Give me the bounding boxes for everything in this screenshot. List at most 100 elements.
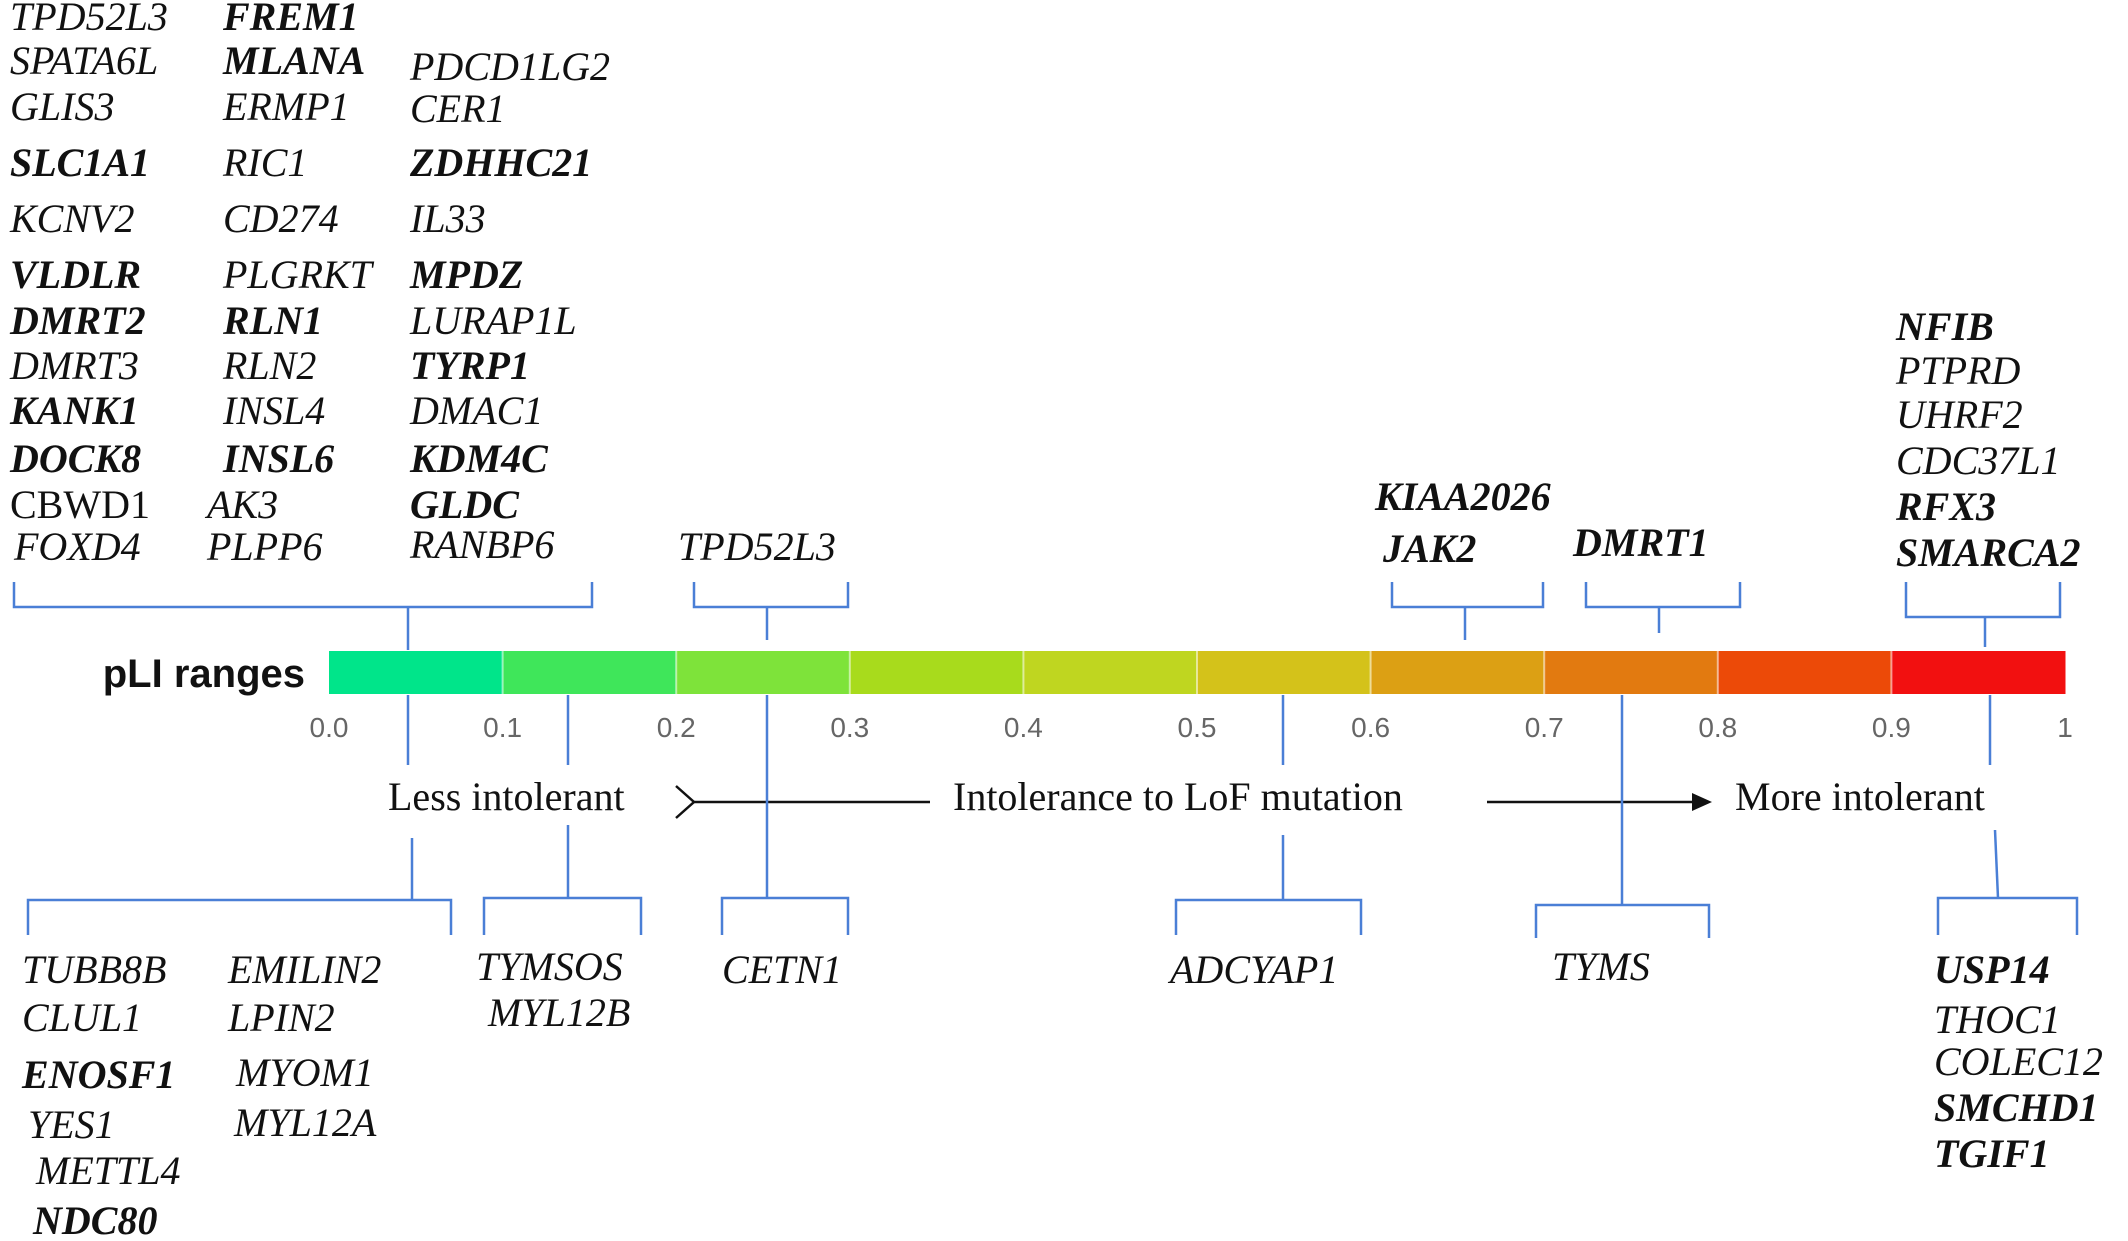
left-arrow-tail <box>675 785 696 819</box>
pli-segment <box>849 651 1024 694</box>
gene-label: TYMS <box>1552 944 1650 989</box>
gene-label: LPIN2 <box>227 995 335 1040</box>
gene-label: CER1 <box>410 86 506 131</box>
gene-label: PLPP6 <box>206 524 323 569</box>
pli-tick-label: 0.1 <box>483 712 522 743</box>
bracket-bottom-0.2-0.3 <box>720 695 850 935</box>
scale-title: pLI ranges <box>103 652 305 696</box>
bracket-bottom-0.1-0.2 <box>482 695 643 935</box>
gene-label: PTPRD <box>1895 348 2021 393</box>
gene-label: FREM1 <box>222 0 359 39</box>
pli-tick-label: 0.0 <box>310 712 349 743</box>
gene-label: TUBB8B <box>22 947 166 992</box>
bracket-top-0.2-0.3 <box>692 582 850 640</box>
gene-label: DMRT1 <box>1572 520 1709 565</box>
pli-tick-label: 0.4 <box>1004 712 1043 743</box>
pli-tick-label: 0.3 <box>830 712 869 743</box>
gene-label: DMAC1 <box>409 388 543 433</box>
more-intolerant-label: More intolerant <box>1735 774 1985 819</box>
gene-label: CBWD1 <box>10 482 150 527</box>
gene-labels: TPD52L3SPATA6LGLIS3SLC1A1KCNV2VLDLRDMRT2… <box>9 0 2103 1241</box>
gene-label: UHRF2 <box>1896 392 2023 437</box>
gene-label: COLEC12 <box>1934 1039 2103 1084</box>
bracket-top-0.9-1 <box>1904 582 2062 647</box>
right-arrow-head <box>1692 793 1712 811</box>
gene-label: NFIB <box>1895 304 1994 349</box>
gene-label: MYL12A <box>233 1100 377 1145</box>
gene-label: TGIF1 <box>1934 1131 2050 1176</box>
gene-label: INSL4 <box>222 388 325 433</box>
pli-segment <box>329 651 504 694</box>
pli-tick-label: 0.8 <box>1698 712 1737 743</box>
pli-segment <box>1717 651 1892 694</box>
gene-label: SPATA6L <box>10 38 158 83</box>
gene-label: USP14 <box>1934 947 2050 992</box>
pli-tick-label: 1 <box>2057 712 2073 743</box>
pli-segment <box>1023 651 1198 694</box>
gene-label: CETN1 <box>722 947 842 992</box>
pli-segment <box>1544 651 1719 694</box>
pli-tick-label: 0.7 <box>1525 712 1564 743</box>
gene-label: THOC1 <box>1934 997 2061 1042</box>
gene-label: EMILIN2 <box>227 947 381 992</box>
gene-label: RLN1 <box>222 298 323 343</box>
bracket-bottom-0.9-1 <box>1936 695 2079 935</box>
bracket-top-0-0.1 <box>12 582 594 650</box>
gene-label: KANK1 <box>9 388 139 433</box>
bracket-bottom-0-0.1 <box>26 695 453 935</box>
gene-label: ZDHHC21 <box>409 140 592 185</box>
bracket-top-0.6-0.7 <box>1390 582 1545 640</box>
pli-segment <box>676 651 851 694</box>
gene-label: GLDC <box>410 482 520 527</box>
gene-label: PLGRKT <box>222 252 375 297</box>
gene-label: TPD52L3 <box>10 0 168 39</box>
gene-label: MYOM1 <box>235 1050 374 1095</box>
gene-label: GLIS3 <box>10 84 114 129</box>
gene-label: RLN2 <box>222 343 316 388</box>
gene-label: INSL6 <box>222 436 334 481</box>
intolerance-center-label: Intolerance to LoF mutation <box>953 774 1403 819</box>
gene-label: CDC37L1 <box>1896 438 2061 483</box>
gene-label: IL33 <box>409 196 486 241</box>
gene-label: ERMP1 <box>222 84 350 129</box>
gene-label: TYMSOS <box>476 944 623 989</box>
pli-tick-label: 0.9 <box>1872 712 1911 743</box>
gene-label: ADCYAP1 <box>1167 947 1338 992</box>
gene-label: PDCD1LG2 <box>409 44 610 89</box>
gene-label: LURAP1L <box>409 298 577 343</box>
gene-label: TPD52L3 <box>678 524 836 569</box>
gene-label: MPDZ <box>409 252 523 297</box>
gene-label: CLUL1 <box>22 995 142 1040</box>
pli-segment <box>1891 651 2066 694</box>
gene-label: JAK2 <box>1382 526 1476 571</box>
gene-label: AK3 <box>204 482 278 527</box>
pli-tick-label: 0.5 <box>1178 712 1217 743</box>
gene-label: MYL12B <box>487 990 630 1035</box>
pli-tick-label: 0.2 <box>657 712 696 743</box>
gene-label: CD274 <box>223 196 339 241</box>
bracket-top-0.7-0.8 <box>1584 582 1742 633</box>
bracket-bottom-0.7-0.8 <box>1534 695 1711 938</box>
gene-label: MLANA <box>222 38 365 83</box>
gene-label: VLDLR <box>10 252 141 297</box>
gene-label: KDM4C <box>409 436 549 481</box>
gene-label: YES1 <box>28 1102 115 1147</box>
gene-label: FOXD4 <box>13 524 141 569</box>
less-intolerant-label: Less intolerant <box>388 774 625 819</box>
gene-label: NDC80 <box>32 1198 157 1241</box>
gene-label: SLC1A1 <box>10 140 150 185</box>
gene-label: DMRT2 <box>9 298 146 343</box>
gene-label: DMRT3 <box>9 343 139 388</box>
gene-label: RANBP6 <box>409 522 554 567</box>
gene-label: SMCHD1 <box>1934 1085 2099 1130</box>
bracket-bottom-0.5-0.6 <box>1174 695 1363 935</box>
gene-label: RIC1 <box>222 140 307 185</box>
pli-tick-label: 0.6 <box>1351 712 1390 743</box>
gene-label: METTL4 <box>35 1148 181 1193</box>
gene-label: ENOSF1 <box>21 1052 175 1097</box>
pli-segment <box>1197 651 1372 694</box>
gene-label: SMARCA2 <box>1896 530 2081 575</box>
gene-label: RFX3 <box>1895 484 1996 529</box>
gene-label: KCNV2 <box>9 196 134 241</box>
